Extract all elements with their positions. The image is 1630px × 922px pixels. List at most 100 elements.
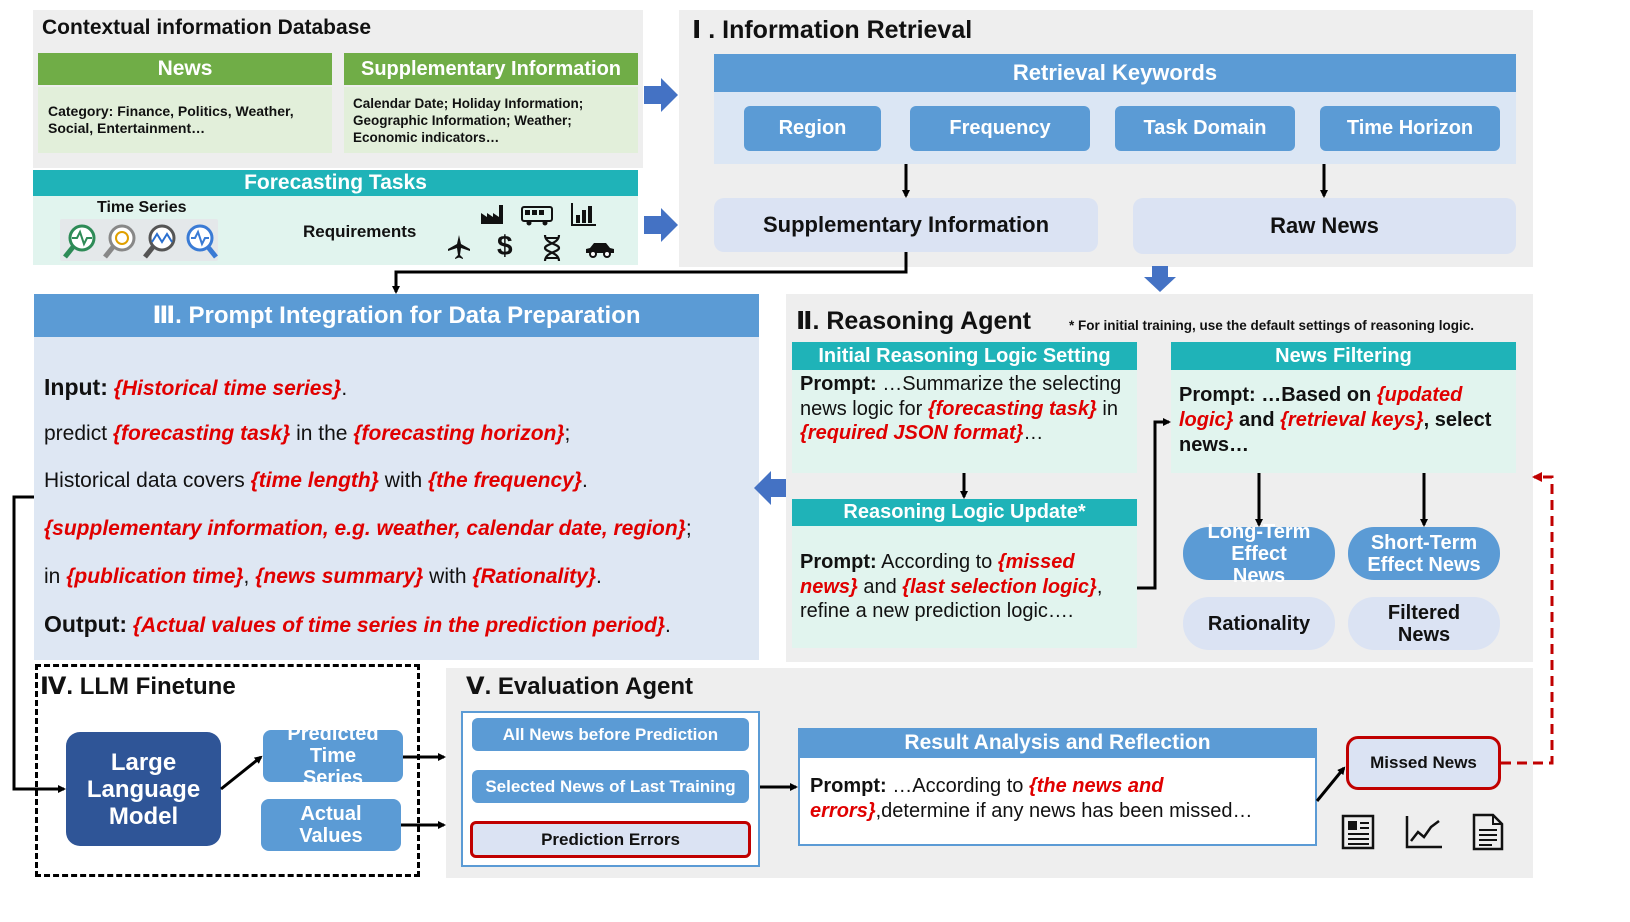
forecasting-task-var: {forecasting task}	[927, 397, 1097, 420]
retrieval-title: Ⅰ . Information Retrieval	[692, 16, 973, 44]
updated-logic-var: {updated logic}	[1179, 384, 1463, 431]
missed-news-box: Missed News	[1346, 736, 1501, 790]
context-db-title: Contextual information Database	[42, 16, 372, 39]
input-line: Input: {Historical time series}.	[44, 374, 347, 401]
magnifier-chart-icon	[63, 224, 218, 259]
news-filtering-header: News Filtering	[1171, 342, 1516, 370]
line-chart-icon	[1405, 816, 1442, 849]
rationality-box: Rationality	[1183, 597, 1335, 650]
output-label: Output:	[44, 611, 128, 637]
initial-logic-header: Initial Reasoning Logic Setting	[792, 342, 1137, 370]
news-body: Category: Finance, Politics, Weather, So…	[38, 87, 332, 153]
initial-prompt-label: Prompt:	[800, 373, 877, 395]
historical-covers-text: Historical data covers	[44, 469, 251, 492]
time-series-label: Time Series	[97, 199, 187, 216]
requirements-label: Requirements	[303, 222, 417, 241]
supp-info-box: Supplementary Information	[714, 198, 1098, 252]
dollar-icon: $	[497, 230, 513, 261]
publication-line: in {publication time}, {news summary} wi…	[44, 565, 602, 589]
last-logic-var: {last selection logic}	[902, 575, 1097, 598]
in-the-text: in the	[290, 422, 354, 445]
all-news-box: All News before Prediction	[472, 718, 749, 751]
dot-text: .	[582, 469, 588, 492]
historical-line: Historical data covers {time length} wit…	[44, 469, 588, 493]
predict-line: predict {forecasting task} in the {forec…	[44, 422, 570, 446]
arrow-left-icon	[754, 471, 788, 505]
bus-icon	[521, 206, 553, 226]
raw-news-box: Raw News	[1133, 198, 1516, 254]
forecasting-task-var: {forecasting task}	[112, 422, 291, 445]
required-json-var: {required JSON format}	[800, 422, 1024, 444]
frequency-var: {the frequency}	[427, 469, 582, 492]
rationality-var: {Rationality}	[472, 565, 597, 588]
missed-news-var: {missed news}	[800, 551, 1075, 598]
ellipsis-text: …	[1023, 422, 1044, 444]
keywords-header: Retrieval Keywords	[714, 54, 1516, 92]
and-text: and	[857, 575, 903, 598]
airplane-icon	[448, 235, 470, 259]
result-analysis-body: Prompt: …According to {the news and erro…	[798, 758, 1317, 846]
actual-values-var: {Actual values of time series in the pre…	[132, 614, 665, 637]
reasoning-note: * For initial training, use the default …	[1069, 318, 1475, 333]
filter-text-2: , select news…	[1179, 409, 1492, 456]
in-text: in	[44, 565, 67, 588]
reasoning-title: Ⅱ. Reasoning Agent	[796, 307, 1031, 335]
actual-values-box: Actual Values	[261, 799, 401, 851]
result-analysis-header: Result Analysis and Reflection	[798, 728, 1317, 758]
time-length-var: {time length}	[250, 469, 379, 492]
dna-icon	[543, 234, 561, 262]
update-prompt-label: Prompt:	[800, 551, 877, 573]
with-text: with	[378, 469, 428, 492]
input-dot: .	[341, 377, 348, 400]
keyword-region: Region	[744, 106, 881, 151]
initial-text: …Summarize the selecting news logic for	[800, 373, 1122, 420]
in-text: in	[1096, 397, 1118, 420]
historical-ts-var: {Historical time series}	[113, 377, 342, 400]
news-header: News	[38, 53, 332, 85]
input-label: Input:	[44, 374, 108, 400]
output-line: Output: {Actual values of time series in…	[44, 611, 671, 638]
supplementary-line: {supplementary information, e.g. weather…	[44, 517, 692, 541]
result-text-2: ,determine if any news has been missed…	[875, 800, 1253, 822]
supplementary-var: {supplementary information, e.g. weather…	[44, 517, 686, 540]
comma-text: ,	[243, 565, 256, 588]
forecasting-header: Forecasting Tasks	[33, 170, 638, 196]
with-text-2: with	[423, 565, 473, 588]
filter-text-1: …Based on	[1255, 384, 1377, 406]
keyword-task-domain: Task Domain	[1115, 106, 1295, 151]
news-errors-var: {the news and errors}	[810, 775, 1164, 822]
car-icon	[586, 243, 614, 258]
predict-text: predict	[44, 422, 113, 445]
news-category-text: Category: Finance, Politics, Weather, So…	[48, 103, 294, 136]
keyword-time-horizon: Time Horizon	[1320, 106, 1500, 151]
update-text-1: According to	[876, 551, 998, 573]
supp-header: Supplementary Information	[344, 53, 638, 85]
newspaper-icon	[1341, 814, 1375, 850]
evaluation-title: Ⅴ. Evaluation Agent	[466, 673, 694, 700]
publication-time-var: {publication time}	[66, 565, 244, 588]
logic-update-body: Prompt: According to {missed news} and {…	[792, 526, 1137, 648]
factory-icon	[481, 205, 503, 224]
news-summary-var: {news summary}	[255, 565, 424, 588]
result-text-1: …According to	[886, 775, 1029, 797]
prompt-integration-header: Ⅲ. Prompt Integration for Data Preparati…	[34, 294, 759, 337]
filtered-news-box: Filtered News	[1348, 597, 1500, 650]
retrieval-keys-var: {retrieval keys}	[1280, 409, 1424, 431]
arrow-right-icon	[644, 208, 678, 242]
news-filtering-body: Prompt: …Based on {updated logic} and {r…	[1171, 370, 1516, 473]
result-prompt-label: Prompt:	[810, 775, 887, 797]
logic-update-header: Reasoning Logic Update*	[792, 499, 1137, 526]
supp-info-text: Calendar Date; Holiday Information; Geog…	[353, 96, 584, 145]
prediction-errors-box: Prediction Errors	[470, 821, 751, 858]
dot-text-3: .	[665, 614, 671, 637]
arrow-down-icon	[1144, 266, 1176, 292]
update-text-2: , refine a new prediction logic….	[800, 575, 1103, 623]
finetune-title: Ⅳ. LLM Finetune	[40, 673, 236, 700]
selected-news-box: Selected News of Last Training	[472, 770, 749, 803]
llm-box: Large Language Model	[66, 732, 221, 846]
short-term-news: Short-Term Effect News	[1348, 527, 1500, 580]
forecasting-horizon-var: {forecasting horizon}	[353, 422, 565, 445]
bar-chart-icon	[571, 203, 596, 226]
initial-logic-body: Prompt: …Summarize the selecting news lo…	[792, 370, 1137, 473]
